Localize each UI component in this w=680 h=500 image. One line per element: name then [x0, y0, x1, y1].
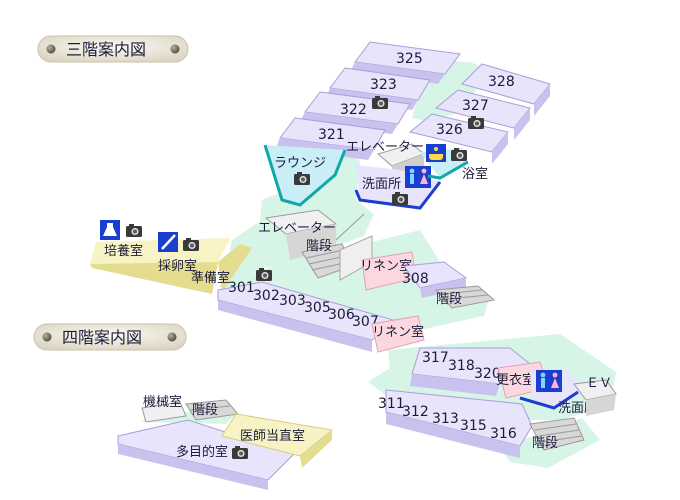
room-label: 321 [318, 127, 345, 143]
room-label: 階段 [532, 436, 558, 451]
room-318[interactable]: 318 [448, 358, 475, 374]
room-label: 305 [304, 300, 331, 316]
elevator-mid[interactable]: エレベーター [258, 209, 338, 260]
room-317[interactable]: 317 [422, 350, 449, 366]
room-303[interactable]: 303 [279, 293, 306, 309]
bath-icon [426, 144, 446, 162]
multipurpose-room[interactable]: 多目的室 [176, 444, 248, 460]
room-label: 階段 [306, 239, 332, 254]
room-313[interactable]: 313 [432, 411, 459, 427]
room-label: 医師当直室 [240, 428, 305, 444]
room-label: リネン室 [360, 258, 412, 274]
stairs-mid[interactable]: 階段 [301, 213, 373, 281]
room-label: 機械室 [143, 394, 182, 410]
room-label: 洗面所 [362, 177, 401, 192]
room-label: 328 [488, 74, 515, 90]
pipette-icon [158, 232, 178, 252]
room-311[interactable]: 311 [378, 396, 405, 412]
room-label: 326 [436, 122, 463, 138]
stairs-4f[interactable]: 階段 [529, 417, 585, 451]
lounge[interactable]: ラウンジ [263, 144, 347, 207]
room-326[interactable]: 326 [408, 113, 509, 164]
bath-room[interactable]: 浴室 [420, 144, 488, 182]
badge-dot-icon [46, 44, 56, 54]
egg-retrieval-room[interactable]: 採卵室 [158, 232, 199, 274]
badge-dot-icon [167, 332, 177, 342]
room-label: 317 [422, 350, 449, 366]
room-305[interactable]: 305 [304, 300, 331, 316]
room-306[interactable]: 306 [328, 307, 355, 323]
prep-room[interactable]: 準備室 [191, 270, 230, 286]
room-label: 更衣室 [496, 372, 535, 388]
room-label: 階段 [436, 292, 462, 307]
badge-dot-icon [170, 44, 180, 54]
room-label: 採卵室 [158, 258, 197, 274]
room-label: 準備室 [191, 270, 230, 286]
room-315[interactable]: 315 [460, 418, 487, 434]
room-label: ＥＶ [586, 376, 612, 391]
room-301[interactable]: 301 [228, 268, 272, 296]
floor4-title: 四階案内図 [62, 328, 142, 347]
floor4-title-badge: 四階案内図 [33, 323, 187, 351]
badge-dot-icon [42, 332, 52, 342]
room-label: 320 [474, 366, 501, 382]
room-308[interactable]: 308 [402, 261, 468, 298]
room-label: 312 [402, 404, 429, 420]
room-row-311-316 [385, 389, 533, 458]
room-label: 階段 [192, 403, 218, 418]
room-label: 311 [378, 396, 405, 412]
linen-room-a[interactable]: リネン室 [360, 251, 417, 291]
flask-icon [100, 220, 120, 240]
room-label: 325 [396, 51, 423, 67]
stairs-4f-left[interactable]: 階段 [192, 403, 218, 418]
room-label: 多目的室 [176, 444, 228, 460]
culture-room[interactable]: 培養室 [100, 220, 143, 259]
room-label: リネン室 [372, 324, 424, 340]
machine-room[interactable]: 機械室 [143, 394, 182, 410]
room-label: 315 [460, 418, 487, 434]
room-label: 316 [490, 426, 517, 442]
room-label: 327 [462, 98, 489, 114]
room-320[interactable]: 320 [474, 366, 501, 382]
room-316[interactable]: 316 [490, 426, 517, 442]
room-312[interactable]: 312 [402, 404, 429, 420]
doctor-duty-room[interactable]: 医師当直室 [240, 428, 305, 444]
room-302[interactable]: 302 [253, 288, 280, 304]
floor3-title-badge: 三階案内図 [37, 35, 189, 63]
room-label: 306 [328, 307, 355, 323]
room-label: 308 [402, 271, 429, 287]
elevator-4f[interactable]: ＥＶ [573, 376, 617, 416]
room-label: 323 [370, 77, 397, 93]
room-label: エレベーター [346, 140, 424, 155]
room-327[interactable]: 327 [434, 89, 531, 140]
room-label: 318 [448, 358, 475, 374]
floor4-left-section [117, 399, 334, 490]
room-label: 301 [228, 280, 255, 296]
room-label: 培養室 [104, 243, 143, 259]
room-label: 313 [432, 411, 459, 427]
room-label: 303 [279, 293, 306, 309]
room-328[interactable]: 328 [461, 63, 551, 116]
washroom-3f[interactable]: 洗面所 [354, 165, 442, 210]
floor3-title: 三階案内図 [66, 40, 146, 59]
room-label: 302 [253, 288, 280, 304]
room-label: 浴室 [462, 166, 488, 182]
linen-room-b[interactable]: リネン室 [371, 315, 425, 353]
camera-icon[interactable] [126, 224, 142, 237]
stairs-308[interactable]: 階段 [434, 285, 496, 309]
room-label: エレベーター [258, 221, 336, 236]
toilet-icon [405, 166, 431, 188]
toilet-icon [536, 370, 562, 392]
room-label: ラウンジ [274, 156, 326, 171]
room-label: 322 [340, 102, 367, 118]
